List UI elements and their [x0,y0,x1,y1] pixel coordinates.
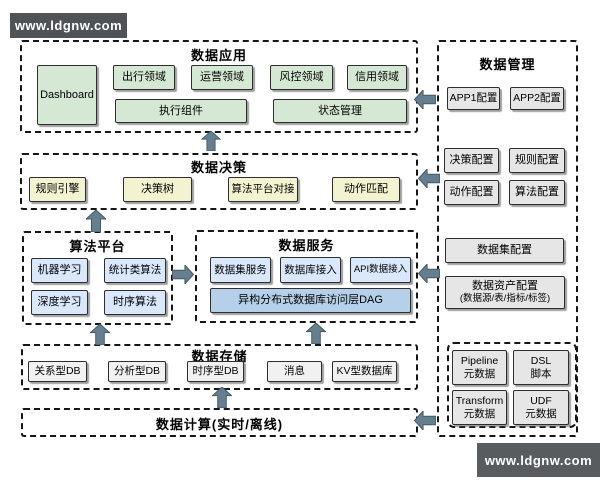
risk-domain-box: 风控领域 [270,65,333,90]
section-data-application: 数据应用 [20,40,418,133]
arrow-left-icon [414,90,436,109]
dsl-script-box: DSL 脚本 [513,350,569,385]
arrow-up-icon [306,323,326,344]
dag-access-layer-box: 异构分布式数据库访问层DAG [210,288,411,313]
section-title-algo-platform: 算法平台 [69,239,126,254]
decision-tree-box: 决策树 [123,177,192,202]
pipeline-metadata-box: Pipeline 元数据 [452,350,507,385]
section-title-data-management: 数据管理 [479,57,536,72]
api-data-access-box: API数据接入 [350,257,411,283]
section-title-data-application: 数据应用 [190,48,247,63]
machine-learning-box: 机器学习 [31,258,88,283]
watermark-top: www.ldgnw.com [10,13,127,38]
arrow-right-icon [172,265,194,284]
section-algo-platform: 算法平台 [22,231,173,325]
db-access-box: 数据库接入 [280,257,341,283]
arrow-up-icon [212,387,232,408]
app1-config-box: APP1配置 [447,87,500,110]
relational-db-box: 关系型DB [28,361,87,382]
section-title-data-service: 数据服务 [278,238,335,253]
dataset-config-box: 数据集配置 [445,238,564,263]
rule-config-box: 规则配置 [509,148,565,173]
timeseries-db-box: 时序型DB [187,361,244,382]
section-data-compute: 数据计算(实时/离线) [21,408,418,437]
udf-metadata-line2: 元数据 [525,407,557,420]
udf-metadata-box: UDF 元数据 [513,390,569,425]
arrow-left-icon [418,169,440,188]
data-asset-config-line2: (数据源/表/指标/标签) [459,292,551,304]
section-data-management: 数据管理 [437,40,578,437]
transform-metadata-line1: Transform [455,395,504,408]
action-config-box: 动作配置 [444,180,499,205]
watermark-bottom: www.ldgnw.com [477,443,600,477]
rule-engine-box: 规则引擎 [29,177,86,202]
time-series-algo-box: 时序算法 [104,290,166,315]
statistical-algo-box: 统计类算法 [104,258,166,283]
section-title-data-storage: 数据存储 [191,349,248,364]
section-title-data-compute: 数据计算(实时/离线) [155,417,284,432]
execution-component-box: 执行组件 [115,99,247,123]
dataset-service-box: 数据集服务 [210,257,271,283]
dashboard-box: Dashboard [37,65,97,125]
travel-domain-box: 出行领域 [113,65,175,90]
credit-domain-box: 信用领域 [347,65,407,90]
analytical-db-box: 分析型DB [108,361,166,382]
data-asset-config-line1: 数据资产配置 [472,280,538,293]
arrow-up-icon [201,131,221,151]
algo-config-box: 算法配置 [509,180,565,205]
data-asset-config-box: 数据资产配置 (数据源/表/指标/标签) [445,276,565,309]
deep-learning-box: 深度学习 [31,290,88,315]
arrow-up-icon [86,210,106,232]
transform-metadata-line2: 元数据 [463,407,496,420]
action-match-box: 动作匹配 [332,177,400,202]
metadata-group-box [447,342,577,428]
section-title-data-decision: 数据决策 [190,160,247,175]
arrow-up-icon [90,324,110,345]
transform-metadata-box: Transform 元数据 [452,390,507,425]
arrow-left-icon [414,411,436,430]
section-data-service: 数据服务 [195,230,418,323]
arrow-left-icon [418,264,440,283]
message-box: 消息 [267,361,322,382]
dsl-script-line1: DSL [530,355,552,368]
udf-metadata-line1: UDF [530,395,552,408]
pipeline-metadata-line1: Pipeline [460,355,499,368]
operations-domain-box: 运营领域 [191,65,253,90]
kv-db-box: KV型数据库 [332,361,397,382]
state-management-box: 状态管理 [273,99,407,123]
pipeline-metadata-line2: 元数据 [463,367,496,380]
section-data-decision: 数据决策 [20,153,418,210]
decision-config-box: 决策配置 [444,148,499,173]
algo-platform-connect-box: 算法平台对接 [228,177,298,202]
dsl-script-line2: 脚本 [530,367,552,380]
app2-config-box: APP2配置 [510,87,564,110]
